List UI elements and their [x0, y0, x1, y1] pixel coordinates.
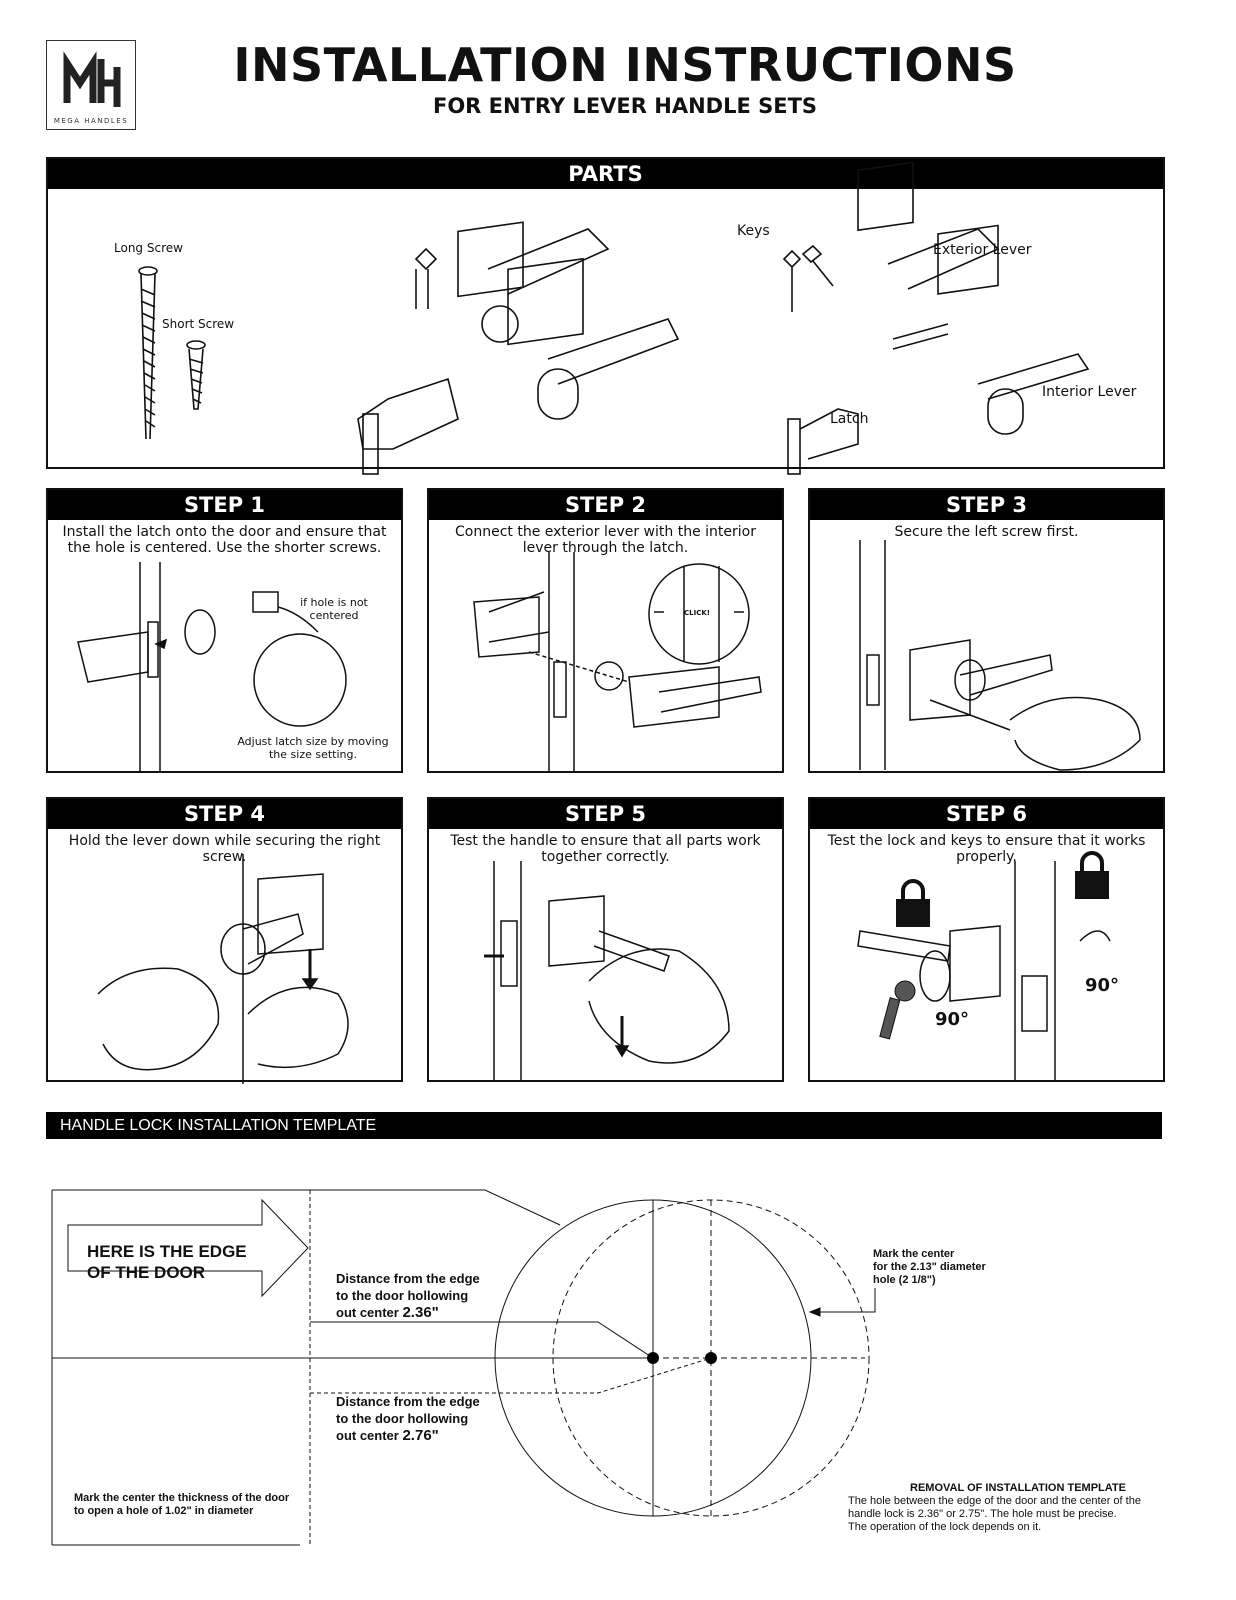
thickness-label: Mark the center the thickness of the doo…	[74, 1492, 290, 1517]
removal-note: REMOVAL OF INSTALLATION TEMPLATE The hol…	[848, 1482, 1141, 1533]
step-1-title: STEP 1	[48, 490, 401, 520]
step-2-title: STEP 2	[429, 490, 782, 520]
interior-lever-label: Interior Lever	[1042, 384, 1137, 400]
step-2-text: Connect the exterior lever with the inte…	[455, 524, 756, 556]
step-6-title: STEP 6	[810, 799, 1163, 829]
mark-center-label: Mark the center for the 2.13" diameter h…	[873, 1248, 986, 1286]
step-1-text: Install the latch onto the door and ensu…	[62, 524, 387, 556]
padlock-right-icon	[1075, 851, 1109, 899]
step-5-illustration	[484, 861, 730, 1081]
step-6-text: Test the lock and keys to ensure that it…	[827, 833, 1146, 865]
exploded-parts-icon	[782, 161, 1090, 475]
keys-label: Keys	[737, 223, 770, 239]
short-screw-icon	[186, 340, 206, 410]
key-icon	[879, 980, 916, 1040]
page-subtitle: FOR ENTRY LEVER HANDLE SETS	[432, 94, 818, 118]
step-3-illustration	[859, 540, 1141, 771]
parts-illustration	[138, 161, 1090, 475]
edge-label-line1: HERE IS THE EDGE	[87, 1242, 247, 1261]
template-heading: HANDLE LOCK INSTALLATION TEMPLATE	[46, 1112, 1162, 1139]
step-5-title: STEP 5	[429, 799, 782, 829]
short-screw-label: Short Screw	[162, 317, 235, 331]
distance-2-label: Distance from the edge to the door hollo…	[336, 1394, 480, 1444]
step-1-panel: STEP 1 Install the latch onto the door a…	[46, 488, 403, 773]
parts-heading: PARTS	[48, 159, 1163, 189]
step-4-panel: STEP 4 Hold the lever down while securin…	[46, 797, 403, 1084]
step-3-text: Secure the left screw first.	[894, 524, 1079, 540]
exterior-lever-label: Exterior Lever	[933, 242, 1032, 258]
step-4-title: STEP 4	[48, 799, 401, 829]
long-screw-icon	[138, 266, 158, 440]
step-2-panel: STEP 2 Connect the exterior lever with t…	[427, 488, 784, 773]
step-4-illustration	[97, 854, 349, 1084]
long-screw-label: Long Screw	[114, 241, 183, 255]
step-6-angle-right: 90°	[1085, 975, 1120, 996]
step-4-text: Hold the lever down while securing the r…	[68, 833, 381, 865]
logo-name: MEGA HANDLES	[53, 117, 129, 125]
step-3-panel: STEP 3 Secure the left screw first.	[808, 488, 1165, 773]
step-5-panel: STEP 5 Test the handle to ensure that al…	[427, 797, 784, 1082]
lock-assembly-icon	[357, 221, 680, 475]
padlock-left-icon	[896, 879, 930, 927]
step-3-title: STEP 3	[810, 490, 1163, 520]
parts-panel: PARTS	[46, 157, 1165, 475]
step-1-note-centered: if hole is not centered	[300, 596, 368, 622]
step-6-angle-left: 90°	[935, 1009, 970, 1030]
brand-logo: MEGA HANDLES	[46, 40, 136, 130]
distance-1-label: Distance from the edge to the door hollo…	[336, 1271, 480, 1321]
step-2-click: CLICK!	[684, 609, 710, 617]
step-1-illustration	[77, 562, 347, 772]
step-6-illustration	[857, 851, 1111, 1081]
step-5-text: Test the handle to ensure that all parts…	[450, 833, 761, 865]
page-title: INSTALLATION INSTRUCTIONS	[233, 38, 1017, 92]
latch-label: Latch	[830, 411, 869, 427]
logo-mark-icon	[63, 51, 121, 107]
step-2-illustration	[473, 552, 762, 772]
step-1-note-adjust: Adjust latch size by moving the size set…	[237, 735, 389, 761]
edge-label-line2: OF THE DOOR	[87, 1263, 206, 1282]
step-6-panel: STEP 6 Test the lock and keys to ensure …	[808, 797, 1165, 1082]
